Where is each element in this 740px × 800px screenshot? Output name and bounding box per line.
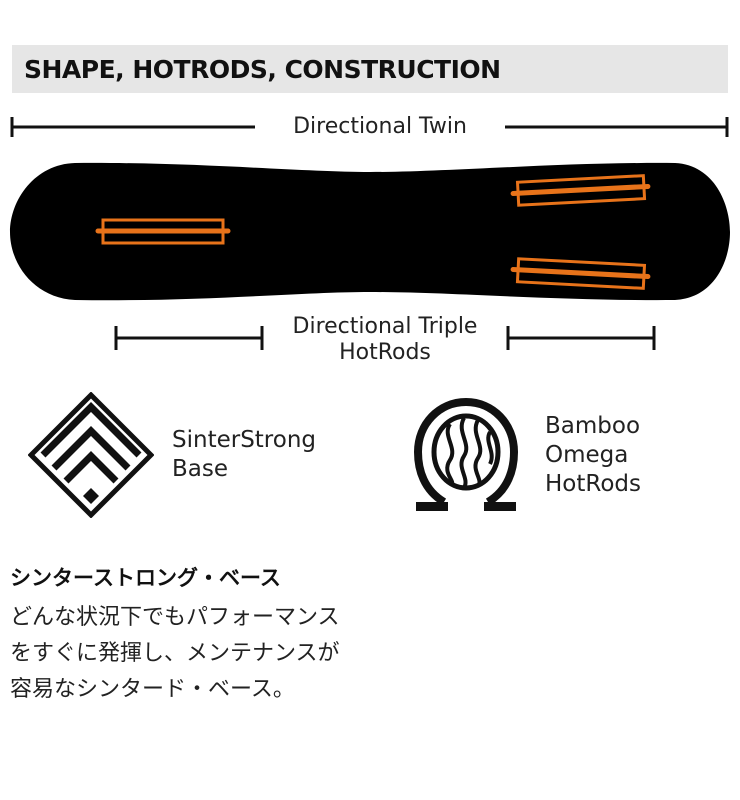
- hotrods-dimension-line: [114, 326, 656, 350]
- hotrods-label-line1: Directional Triple: [292, 314, 478, 339]
- hotrods-label-line2: HotRods: [339, 340, 431, 365]
- shape-label: Directional Twin: [260, 114, 500, 140]
- section-header: SHAPE, HOTRODS, CONSTRUCTION: [12, 45, 728, 93]
- description-line: 容易なシンタード・ベース。: [10, 677, 295, 702]
- diamond-chevron-icon: [28, 392, 154, 518]
- snowboard-shape: [10, 162, 730, 301]
- hotrod-right-bottom: [510, 257, 651, 290]
- omega-icon: [414, 398, 518, 511]
- description-body: どんな状況下でもパフォーマンス をすぐに発揮し、メンテナンスが 容易なシンタード…: [10, 600, 340, 708]
- feature-name-line2: Omega: [545, 442, 629, 468]
- feature-sinterstrong: SinterStrong Base: [172, 426, 316, 484]
- description-line: をすぐに発揮し、メンテナンスが: [10, 641, 340, 666]
- hotrod-left: [95, 218, 231, 245]
- feature-bamboo-omega: Bamboo Omega HotRods: [545, 412, 641, 499]
- feature-name: Bamboo: [545, 413, 641, 439]
- description-line: どんな状況下でもパフォーマンス: [10, 605, 340, 630]
- board-diagram: [10, 117, 730, 350]
- section-title: SHAPE, HOTRODS, CONSTRUCTION: [24, 55, 501, 84]
- hotrods-label: Directional Triple HotRods: [265, 314, 505, 366]
- feature-name-line3: HotRods: [545, 471, 641, 497]
- shape-dimension-line: [10, 117, 729, 137]
- description-title: シンターストロング・ベース: [10, 566, 281, 590]
- feature-name-line2: Base: [172, 456, 229, 482]
- hotrod-right-top: [510, 174, 651, 207]
- feature-name: SinterStrong: [172, 427, 317, 453]
